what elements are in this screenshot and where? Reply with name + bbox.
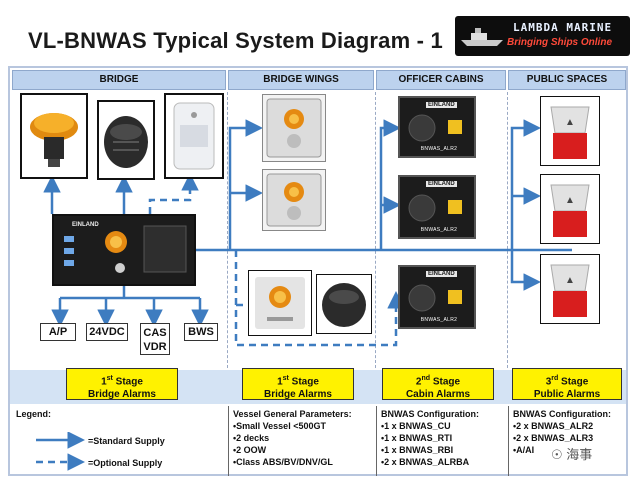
vessel-param: •Small Vessel <500GT xyxy=(233,421,326,431)
config-heading: BNWAS Configuration: xyxy=(513,409,611,419)
column-header-public-spaces: PUBLIC SPACES xyxy=(508,70,626,90)
diagram-frame xyxy=(8,66,628,476)
cabin-alarm-panel-photo: EINLAND BNWAS_ALR2 xyxy=(398,96,476,158)
input-autopilot: A/P xyxy=(40,323,76,341)
wing-reset-unit-photo xyxy=(262,169,326,231)
ship-icon xyxy=(461,28,503,46)
config-heading: BNWAS Configuration: xyxy=(381,409,479,419)
logo-brand: LAMBDA MARINE xyxy=(513,21,613,34)
input-bws: BWS xyxy=(184,323,218,341)
legend-panel: Legend: =Standard Supply =Optional Suppl… xyxy=(10,406,226,476)
panel-brand: EINLAND xyxy=(426,181,457,187)
stage-badge-public-spaces: 3rd Stage Public Alarms xyxy=(512,368,622,400)
config-item: •A/AI xyxy=(513,445,535,455)
config-item: •1 x BNWAS_RTI xyxy=(381,433,453,443)
column-header-officer-cabins: OFFICER CABINS xyxy=(376,70,506,90)
config-item: •1 x BNWAS_CU xyxy=(381,421,451,431)
stage-badge-bridge-wings: 1st Stage Bridge Alarms xyxy=(242,368,354,400)
logo-tagline: Bringing Ships Online xyxy=(507,37,612,48)
config-item: •2 x BNWAS_ALRBA xyxy=(381,457,470,467)
panel-model-label: BNWAS_ALR2 xyxy=(420,227,458,233)
wing-buzzer-photo xyxy=(316,274,372,334)
legend-standard-label: =Standard Supply xyxy=(88,436,165,446)
stage-badge-bridge: 1st Stage Bridge Alarms xyxy=(66,368,178,400)
column-header-bridge-wings: BRIDGE WINGS xyxy=(228,70,374,90)
wing-reset-unit-photo xyxy=(262,94,326,162)
wing-button-unit-photo xyxy=(248,270,312,336)
panel-model-label: BNWAS_ALR2 xyxy=(420,317,458,323)
svg-text:▲: ▲ xyxy=(565,117,575,128)
control-unit-brand: EINLAND xyxy=(72,222,99,228)
config-item: •1 x BNWAS_RBI xyxy=(381,445,454,455)
vessel-param: •Class ABS/BV/DNV/GL xyxy=(233,457,333,467)
cabin-alarm-panel-photo: EINLAND BNWAS_ALR2 xyxy=(398,175,476,239)
control-unit-photo: EINLAND xyxy=(52,214,196,286)
panel-brand: EINLAND xyxy=(426,271,457,277)
stage-badge-officer-cabins: 2nd Stage Cabin Alarms xyxy=(382,368,494,400)
column-divider xyxy=(507,92,508,368)
svg-text:▲: ▲ xyxy=(565,275,575,286)
vessel-param: •2 OOW xyxy=(233,445,267,455)
panel-brand: EINLAND xyxy=(426,102,457,108)
public-beacon-photo: ▲ xyxy=(540,96,600,166)
cabin-alarm-panel-photo: EINLAND BNWAS_ALR2 xyxy=(398,265,476,329)
panel-model-label: BNWAS_ALR2 xyxy=(420,146,458,152)
config-item: •2 x BNWAS_ALR2 xyxy=(513,421,594,431)
column-divider xyxy=(375,92,376,368)
input-cas-vdr: CAS VDR xyxy=(140,323,170,355)
config-item: •2 x BNWAS_ALR3 xyxy=(513,433,594,443)
public-beacon-photo: ▲ xyxy=(540,254,600,324)
bnwas-config-panel: BNWAS Configuration: •1 x BNWAS_CU •1 x … xyxy=(376,406,508,476)
reset-button-photo xyxy=(20,93,88,179)
column-divider xyxy=(227,92,228,368)
public-beacon-photo: ▲ xyxy=(540,174,600,244)
legend-heading: Legend: xyxy=(16,409,51,419)
svg-text:▲: ▲ xyxy=(565,195,575,206)
vessel-param: •2 decks xyxy=(233,433,270,443)
vessel-parameters-panel: Vessel General Parameters: •Small Vessel… xyxy=(228,406,376,476)
column-header-bridge: BRIDGE xyxy=(12,70,226,90)
vessel-heading: Vessel General Parameters: xyxy=(233,409,352,419)
bnwas-config-panel-2: BNWAS Configuration: •2 x BNWAS_ALR2 •2 … xyxy=(508,406,628,476)
page-title: VL-BNWAS Typical System Diagram - 1 xyxy=(28,28,443,53)
company-logo: LAMBDA MARINE Bringing Ships Online xyxy=(455,16,630,56)
wechat-icon: ☉ xyxy=(551,447,563,462)
buzzer-photo xyxy=(97,100,155,180)
watermark: ☉ 海事 xyxy=(548,444,596,463)
motion-detector-photo xyxy=(164,93,224,179)
legend-optional-label: =Optional Supply xyxy=(88,458,163,468)
input-24vdc: 24VDC xyxy=(86,323,128,341)
legend-arrows xyxy=(36,432,85,471)
